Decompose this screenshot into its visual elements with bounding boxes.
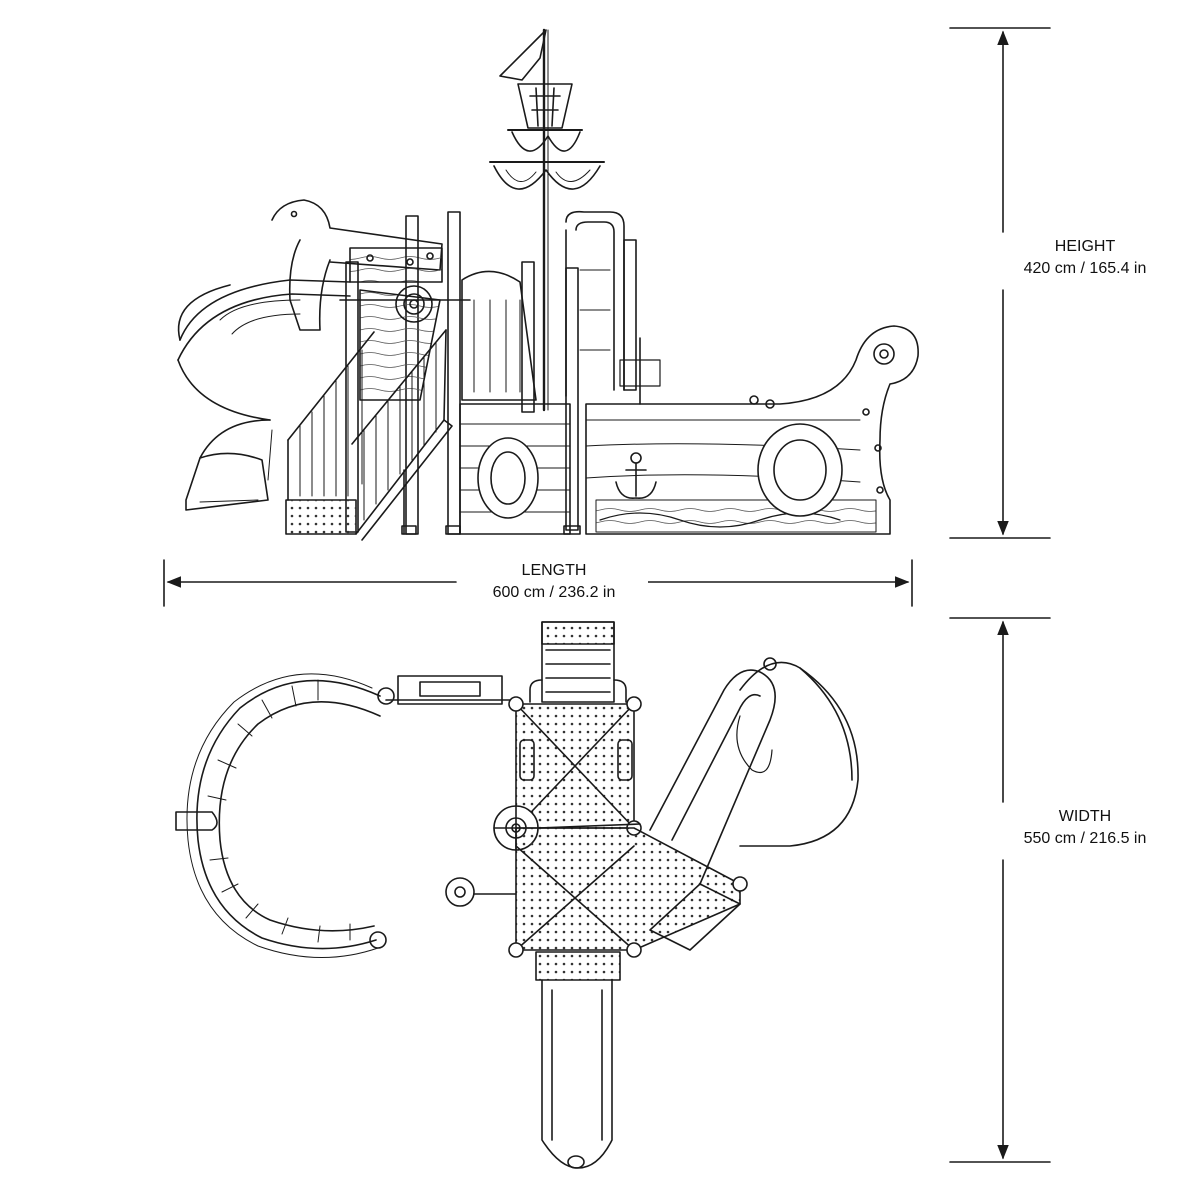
lower-deck-plan: [508, 827, 748, 958]
bird-panel-roof: [271, 199, 443, 331]
length-dimension-label: LENGTH 600 cm / 236.2 in: [460, 560, 648, 604]
straight-slide-plan: [535, 951, 621, 1169]
staircase: [285, 329, 453, 541]
crate-with-porthole: [459, 403, 571, 535]
tower-curtain-panels: [359, 270, 537, 401]
climbing-frame: [565, 210, 625, 397]
round-landing-plan: [739, 657, 859, 847]
ship-hull: [585, 325, 919, 535]
anchor-icon: [615, 452, 657, 499]
height-caption: HEIGHT: [1054, 238, 1116, 255]
length-caption: LENGTH: [521, 562, 587, 579]
side-wheel-post-plan: [445, 877, 517, 907]
height-value: 420 cm / 165.4 in: [1023, 260, 1147, 277]
length-dimension-line: [163, 559, 913, 607]
mast-with-flag: [489, 28, 605, 412]
flower-emblem: [395, 285, 433, 323]
side-elevation-view: [177, 28, 919, 541]
bridge-panel-plan: [385, 675, 515, 705]
top-plan-view: [175, 621, 859, 1169]
curved-tube-slide-plan: [175, 673, 395, 958]
length-value: 600 cm / 236.2 in: [492, 584, 616, 601]
height-dimension-label: HEIGHT 420 cm / 165.4 in: [1000, 236, 1170, 280]
ground-feet: [401, 525, 581, 535]
width-dimension-label: WIDTH 550 cm / 216.5 in: [1000, 806, 1170, 850]
width-dimension-line: [949, 617, 1051, 1163]
life-ring: [757, 423, 843, 517]
height-dimension-line: [949, 27, 1051, 539]
width-caption: WIDTH: [1058, 808, 1112, 825]
width-value: 550 cm / 216.5 in: [1023, 830, 1147, 847]
spiral-slide: [177, 279, 351, 511]
diagonal-slide-plan: [649, 669, 776, 951]
ladder-ramp-plan: [529, 621, 627, 703]
